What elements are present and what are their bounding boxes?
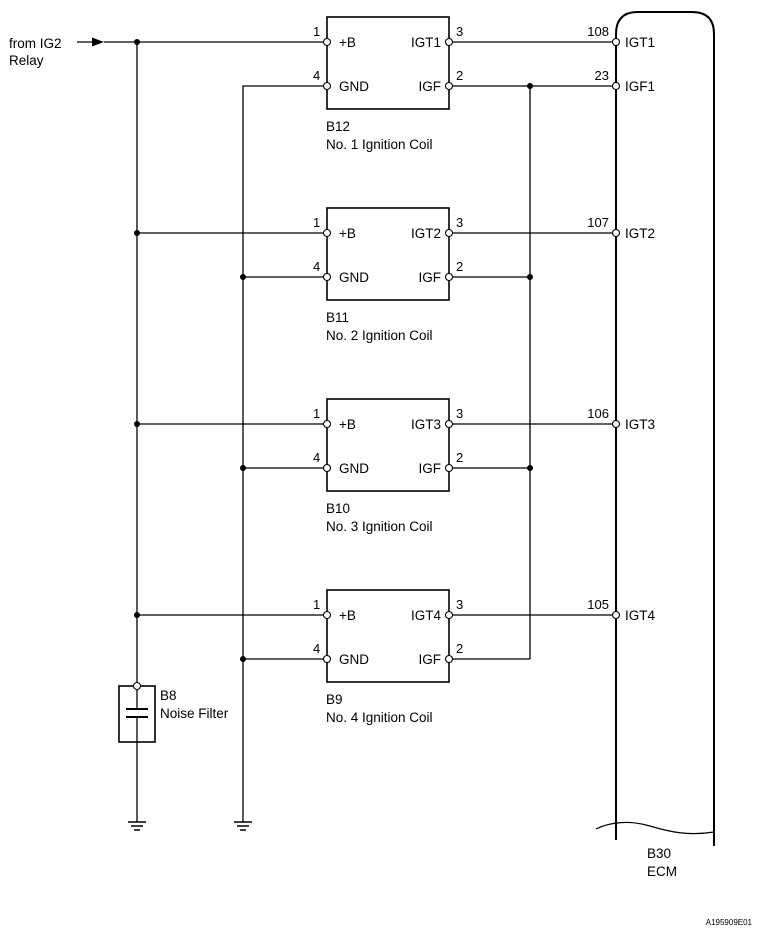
- ecm-terminal-number: 23: [595, 68, 609, 83]
- noise-filter: B8 Noise Filter: [118, 681, 229, 822]
- pin-number: 2: [456, 68, 463, 83]
- ecm-id: B30: [647, 846, 671, 861]
- pin-number: 4: [313, 68, 320, 83]
- noise-filter-name: Noise Filter: [160, 706, 229, 721]
- ignition-coil-2: 1 4 3 2 +B GND IGT2 IGF B11 No. 2 Igniti…: [313, 207, 463, 343]
- pin-number: 4: [313, 259, 320, 274]
- ecm-terminal-name: IGF1: [625, 79, 655, 94]
- ecm-name: ECM: [647, 864, 677, 879]
- ecm-terminal-name: IGT3: [625, 417, 655, 432]
- pin-number: 2: [456, 259, 463, 274]
- ecm-terminal-name: IGT4: [625, 608, 655, 623]
- noise-filter-id: B8: [160, 688, 177, 703]
- component-name: No. 3 Ignition Coil: [326, 519, 433, 534]
- component-id: B10: [326, 501, 350, 516]
- component-id: B12: [326, 119, 350, 134]
- pin-label-b: +B: [339, 417, 356, 432]
- pin-label-gnd: GND: [339, 461, 369, 476]
- ecm-block: 108 23 107 106 105 IGT1 IGF1 IGT2 IGT3 I…: [587, 11, 715, 879]
- ground-icon: [128, 821, 146, 831]
- pin-number: 3: [456, 215, 463, 230]
- figure-code: A195909E01: [706, 918, 753, 927]
- pin-number: 3: [456, 597, 463, 612]
- ground-rail: [240, 85, 323, 822]
- component-name: No. 1 Ignition Coil: [326, 137, 433, 152]
- pin-label-igf: IGF: [419, 79, 442, 94]
- pin-label-gnd: GND: [339, 270, 369, 285]
- pin-number: 3: [456, 24, 463, 39]
- pin-label-igt: IGT4: [411, 608, 441, 623]
- pin-label-igt: IGT1: [411, 35, 441, 50]
- ignition-coil-1: 1 4 3 2 +B GND IGT1 IGF B12 No. 1 Igniti…: [313, 16, 463, 152]
- pin-number: 3: [456, 406, 463, 421]
- pin-number: 1: [313, 597, 320, 612]
- pin-label-igt: IGT2: [411, 226, 441, 241]
- pin-label-b: +B: [339, 226, 356, 241]
- ecm-terminal-name: IGT1: [625, 35, 655, 50]
- pin-label-b: +B: [339, 608, 356, 623]
- pin-label-igf: IGF: [419, 652, 442, 667]
- component-name: No. 2 Ignition Coil: [326, 328, 433, 343]
- ground-icon: [234, 821, 252, 831]
- ecm-terminal-number: 106: [587, 406, 609, 421]
- source-label-line1: from IG2: [9, 36, 62, 51]
- pin-number: 4: [313, 641, 320, 656]
- pin-label-igf: IGF: [419, 270, 442, 285]
- pin-label-igf: IGF: [419, 461, 442, 476]
- ecm-terminal-name: IGT2: [625, 226, 655, 241]
- igf-bus: [453, 83, 613, 660]
- ignition-coil-3: 1 4 3 2 +B GND IGT3 IGF B10 No. 3 Igniti…: [313, 398, 463, 534]
- pin-label-igt: IGT3: [411, 417, 441, 432]
- pin-label-gnd: GND: [339, 652, 369, 667]
- pin-label-b: +B: [339, 35, 356, 50]
- pin-number: 1: [313, 215, 320, 230]
- pin-number: 2: [456, 641, 463, 656]
- pin-number: 2: [456, 450, 463, 465]
- ecm-terminal-number: 108: [587, 24, 609, 39]
- component-name: No. 4 Ignition Coil: [326, 710, 433, 725]
- source-arrow-icon: [77, 37, 104, 47]
- pin-number: 4: [313, 450, 320, 465]
- ignition-coil-4: 1 4 3 2 +B GND IGT4 IGF B9 No. 4 Ignitio…: [313, 589, 463, 725]
- component-id: B9: [326, 692, 343, 707]
- ecm-terminal-number: 105: [587, 597, 609, 612]
- igt-lines: [453, 41, 613, 616]
- pin-number: 1: [313, 24, 320, 39]
- component-id: B11: [326, 310, 349, 325]
- supply-rail: [104, 39, 323, 686]
- source-label-line2: Relay: [9, 53, 44, 68]
- pin-number: 1: [313, 406, 320, 421]
- ecm-terminal-number: 107: [587, 215, 609, 230]
- pin-label-gnd: GND: [339, 79, 369, 94]
